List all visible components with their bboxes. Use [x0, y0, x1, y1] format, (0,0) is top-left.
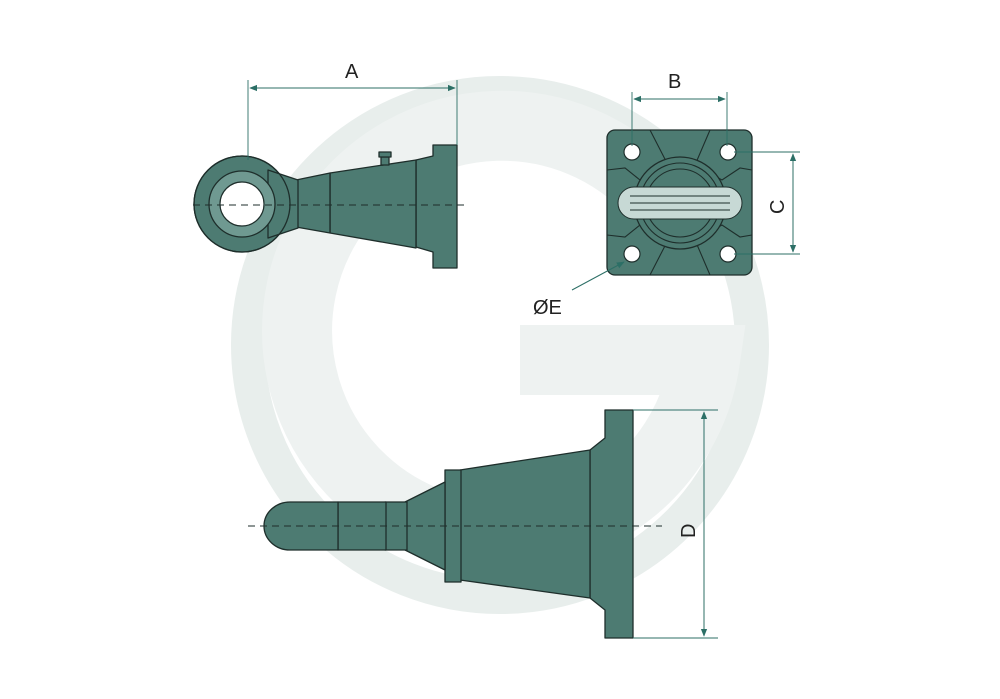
label-c: C — [767, 200, 789, 214]
side-view — [193, 144, 465, 269]
label-e: ØE — [533, 297, 562, 319]
dimension-c: C — [734, 151, 800, 255]
dimension-b: B — [631, 71, 728, 146]
dimension-e: ØE — [533, 261, 625, 319]
pin-view — [248, 409, 662, 639]
label-d: D — [678, 524, 700, 538]
dimension-a: A — [247, 61, 458, 160]
front-view — [606, 129, 753, 276]
label-b: B — [668, 71, 681, 93]
label-a: A — [345, 61, 359, 83]
dimension-d: D — [633, 409, 718, 639]
